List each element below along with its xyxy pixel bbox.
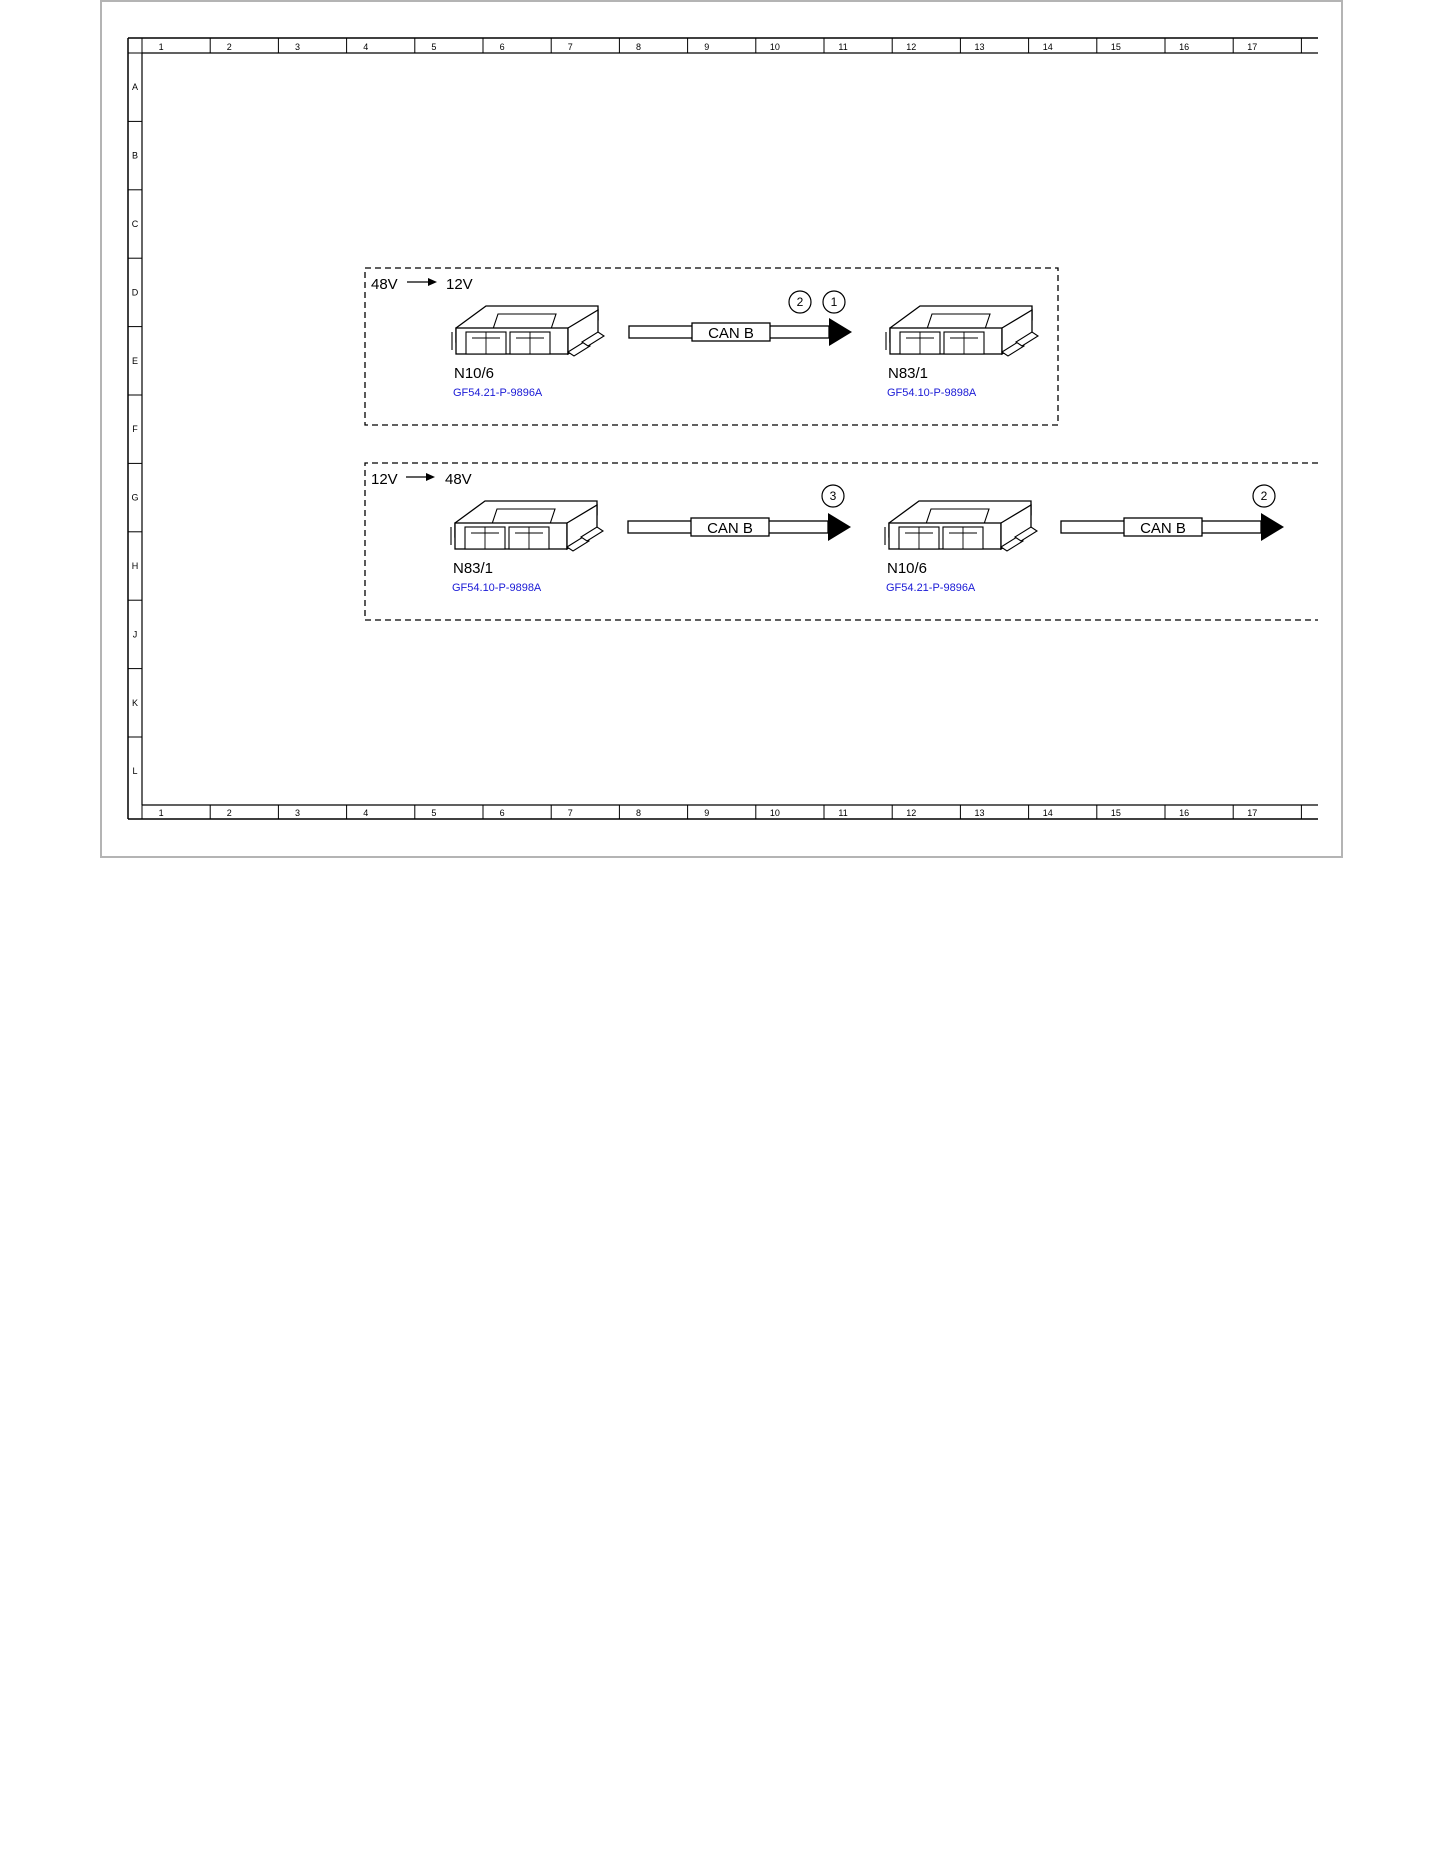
column-number-bottom: 16	[1179, 808, 1189, 818]
column-number-top: 3	[295, 42, 300, 52]
row-label: D	[132, 287, 139, 297]
column-number-bottom: 2	[227, 808, 232, 818]
module-reference-link[interactable]: GF54.10-P-9898A	[452, 582, 542, 594]
control-unit-icon	[884, 500, 1038, 552]
row-label: K	[132, 698, 138, 708]
can-link: CAN B 2	[1060, 484, 1284, 541]
row-label: G	[131, 493, 138, 503]
control-module: N10/6 GF54.21-P-9896A	[451, 305, 605, 399]
column-number-bottom: 15	[1111, 808, 1121, 818]
column-number-bottom: 12	[906, 808, 916, 818]
column-number-bottom: 4	[363, 808, 368, 818]
column-number-bottom: 14	[1043, 808, 1053, 818]
module-reference-link[interactable]: GF54.21-P-9896A	[886, 582, 976, 594]
column-number-bottom: 8	[636, 808, 641, 818]
group-boundary	[364, 462, 1318, 621]
direction-arrow-icon	[406, 473, 435, 481]
row-label: C	[132, 219, 139, 229]
column-number-bottom: 11	[838, 808, 847, 818]
group-title-from: 48V	[371, 276, 398, 293]
module-name: N83/1	[888, 365, 928, 382]
row-label: H	[132, 561, 139, 571]
column-number-bottom: 6	[500, 808, 505, 818]
group-boundary	[364, 267, 1059, 426]
drawing-frame	[127, 37, 1318, 820]
step-marker: 3	[821, 484, 845, 508]
column-number-top: 9	[704, 42, 709, 52]
step-marker: 2	[788, 290, 812, 314]
control-unit-icon	[451, 305, 605, 357]
page-border	[100, 0, 1343, 858]
group-title-to: 48V	[445, 471, 472, 488]
column-number-top: 10	[770, 42, 780, 52]
control-module: N83/1 GF54.10-P-9898A	[885, 305, 1039, 399]
column-number-top: 15	[1111, 42, 1121, 52]
column-number-top: 13	[974, 42, 984, 52]
row-label: E	[132, 356, 138, 366]
module-name: N10/6	[454, 365, 494, 382]
column-number-top: 5	[431, 42, 436, 52]
column-number-bottom: 9	[704, 808, 709, 818]
column-number-top: 12	[906, 42, 916, 52]
control-unit-icon	[885, 305, 1039, 357]
group-title-to: 12V	[446, 276, 473, 293]
group-title-from: 12V	[371, 471, 398, 488]
can-label-box	[691, 322, 771, 342]
step-marker: 1	[822, 290, 846, 314]
module-name: N83/1	[453, 560, 493, 577]
svg-text:1: 1	[831, 295, 838, 309]
row-label: J	[133, 629, 138, 639]
group-12v-to-48v: 12V 48V N83/1 GF54.10-P-9898A CAN B 3	[364, 462, 1318, 621]
column-number-top: 8	[636, 42, 641, 52]
column-number-bottom: 13	[974, 808, 984, 818]
svg-text:2: 2	[797, 295, 804, 309]
module-reference-link[interactable]: GF54.21-P-9896A	[453, 387, 543, 399]
svg-text:2: 2	[1261, 489, 1268, 503]
control-module: N83/1 GF54.10-P-9898A	[450, 500, 604, 594]
column-number-bottom: 10	[770, 808, 780, 818]
row-label: F	[132, 424, 138, 434]
column-number-top: 14	[1043, 42, 1053, 52]
column-number-bottom: 5	[431, 808, 436, 818]
column-number-bottom: 1	[159, 808, 164, 818]
column-number-top: 2	[227, 42, 232, 52]
column-number-top: 4	[363, 42, 368, 52]
column-number-top: 6	[500, 42, 505, 52]
control-module: N10/6 GF54.21-P-9896A	[884, 500, 1038, 594]
direction-arrow-icon	[407, 278, 437, 286]
can-label: CAN B	[707, 520, 753, 537]
row-label: A	[132, 82, 138, 92]
column-number-top: 7	[568, 42, 573, 52]
column-number-top: 11	[838, 42, 847, 52]
can-label-box	[690, 517, 770, 537]
can-label-box	[1123, 517, 1203, 537]
column-number-top: 17	[1247, 42, 1257, 52]
column-number-bottom: 17	[1247, 808, 1257, 818]
column-number-bottom: 3	[295, 808, 300, 818]
column-number-top: 1	[159, 42, 164, 52]
can-label: CAN B	[1140, 520, 1186, 537]
can-link: CAN B 3	[627, 484, 851, 541]
module-reference-link[interactable]: GF54.10-P-9898A	[887, 387, 977, 399]
row-label: L	[132, 766, 137, 776]
column-number-bottom: 7	[568, 808, 573, 818]
row-label: B	[132, 151, 138, 161]
control-unit-icon	[450, 500, 604, 552]
group-48v-to-12v: 48V 12V N10/6 GF54.21-P-9896A CAN B 2	[364, 267, 1059, 426]
can-label: CAN B	[708, 325, 754, 342]
step-marker: 2	[1252, 484, 1276, 508]
column-number-top: 16	[1179, 42, 1189, 52]
svg-text:3: 3	[830, 489, 837, 503]
module-name: N10/6	[887, 560, 927, 577]
can-link: CAN B 2 1	[628, 290, 852, 346]
